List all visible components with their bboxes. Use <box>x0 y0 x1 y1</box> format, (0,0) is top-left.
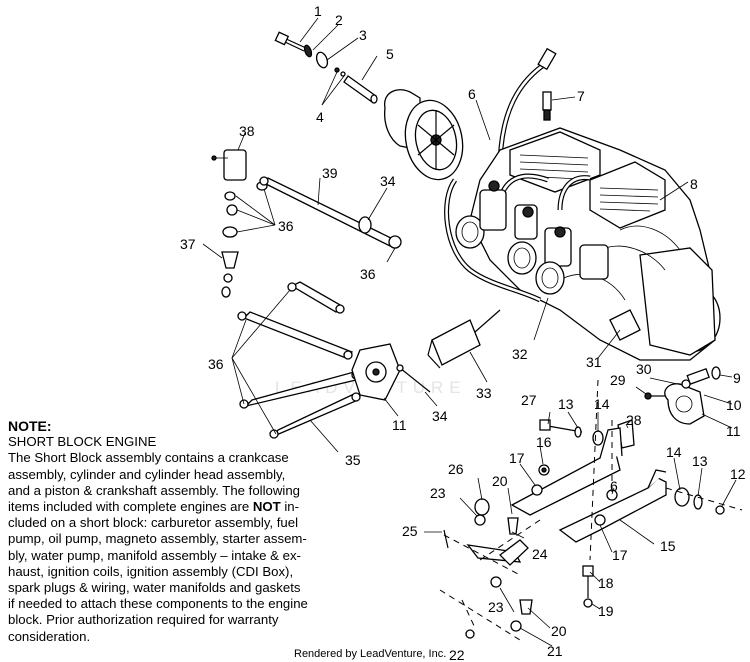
note-line: if needed to attach these components to … <box>8 596 308 612</box>
callout-38: 38 <box>239 123 255 139</box>
callout-36-lower: 36 <box>208 356 224 372</box>
note-line: and a piston & crankshaft assembly. The … <box>8 482 300 498</box>
water-pump-cover <box>635 366 733 429</box>
callout-33: 33 <box>476 385 492 401</box>
callout-21: 21 <box>547 643 563 659</box>
note-line: bly, water pump, manifold assembly – int… <box>8 547 301 563</box>
callout-12: 12 <box>730 466 746 482</box>
callout-7: 7 <box>577 88 585 104</box>
note-line: block. Prior authorization required for … <box>8 612 279 628</box>
note-line: The Short Block assembly contains a cran… <box>8 450 289 466</box>
callout-22: 22 <box>449 647 465 662</box>
callout-24: 24 <box>532 546 548 562</box>
note-line: items included with complete engines are… <box>8 499 300 515</box>
callout-3: 3 <box>359 27 367 43</box>
callout-6: 6 <box>468 86 476 102</box>
rod <box>259 176 402 263</box>
callout-10: 10 <box>726 397 742 413</box>
callout-36: 36 <box>278 218 294 234</box>
callout-6-lower: 6 <box>610 478 618 494</box>
callout-17-lower: 17 <box>612 547 628 563</box>
leader-lines-top <box>299 17 378 106</box>
engine-mounts <box>424 379 743 647</box>
callout-2: 2 <box>335 12 343 28</box>
callout-30: 30 <box>636 361 652 377</box>
callout-11: 11 <box>726 423 741 439</box>
callout-4: 4 <box>316 109 324 125</box>
callout-18: 18 <box>598 575 614 591</box>
callout-27: 27 <box>521 392 537 408</box>
fuel-pump <box>202 132 268 298</box>
pulley <box>384 89 464 181</box>
callout-numbers: 1 2 3 4 5 6 7 8 9 10 11 11 12 13 13 14 1… <box>180 3 746 662</box>
bolt-34 <box>396 364 438 407</box>
note-line: consideration. <box>8 628 91 644</box>
note-line: spark plugs & wiring, water manifolds an… <box>8 580 301 596</box>
engine-block <box>469 127 721 361</box>
callout-20: 20 <box>492 473 508 489</box>
carburetors <box>444 173 609 303</box>
callout-25: 25 <box>402 523 418 539</box>
callout-23-lower: 23 <box>488 599 504 615</box>
note-line: pump, oil pump, magneto assembly, starte… <box>8 531 307 547</box>
water-hoses <box>231 281 361 453</box>
callout-14-right: 14 <box>666 444 682 460</box>
callout-8: 8 <box>690 176 698 192</box>
callout-28: 28 <box>626 412 642 428</box>
callout-11-left: 11 <box>392 417 407 433</box>
fuel-hoses <box>235 188 276 233</box>
callout-15: 15 <box>660 538 676 554</box>
callout-23: 23 <box>430 485 446 501</box>
callout-13: 13 <box>558 396 574 412</box>
callout-36-middle: 36 <box>360 266 376 282</box>
callout-14: 14 <box>594 396 610 412</box>
water-pump-housing <box>351 343 401 417</box>
callout-20-lower: 20 <box>551 623 567 639</box>
callout-34-lower: 34 <box>432 408 448 424</box>
note-line: haust, ignition coils, ignition assembly… <box>8 563 294 579</box>
callout-39: 39 <box>322 165 338 181</box>
render-credit: Rendered by LeadVenture, Inc. <box>294 648 447 660</box>
note-emphasis: NOT <box>252 499 281 515</box>
callout-17: 17 <box>509 450 525 466</box>
callout-37: 37 <box>180 236 196 252</box>
callout-13-right: 13 <box>692 453 708 469</box>
engine-leaders <box>469 99 689 383</box>
callout-31: 31 <box>586 354 602 370</box>
callout-32: 32 <box>512 346 528 362</box>
cdi-box <box>427 309 501 369</box>
callout-34: 34 <box>380 173 396 189</box>
callout-29: 29 <box>610 372 626 388</box>
note-line: cluded on a short block: carburetor asse… <box>8 515 299 531</box>
note-subtitle: SHORT BLOCK ENGINE <box>8 434 157 450</box>
note-title: NOTE: <box>8 418 52 434</box>
callout-9: 9 <box>733 370 741 386</box>
callout-16: 16 <box>536 434 552 450</box>
callout-1: 1 <box>314 3 322 19</box>
callout-35: 35 <box>345 452 361 468</box>
note-line: assembly, cylinder and cylinder head ass… <box>8 466 286 482</box>
callout-5: 5 <box>386 46 394 62</box>
short-block-note: NOTE: SHORT BLOCK ENGINE The Short Block… <box>8 418 348 645</box>
callout-19: 19 <box>598 603 614 619</box>
bolt-assembly <box>274 31 378 104</box>
callout-26: 26 <box>448 461 464 477</box>
